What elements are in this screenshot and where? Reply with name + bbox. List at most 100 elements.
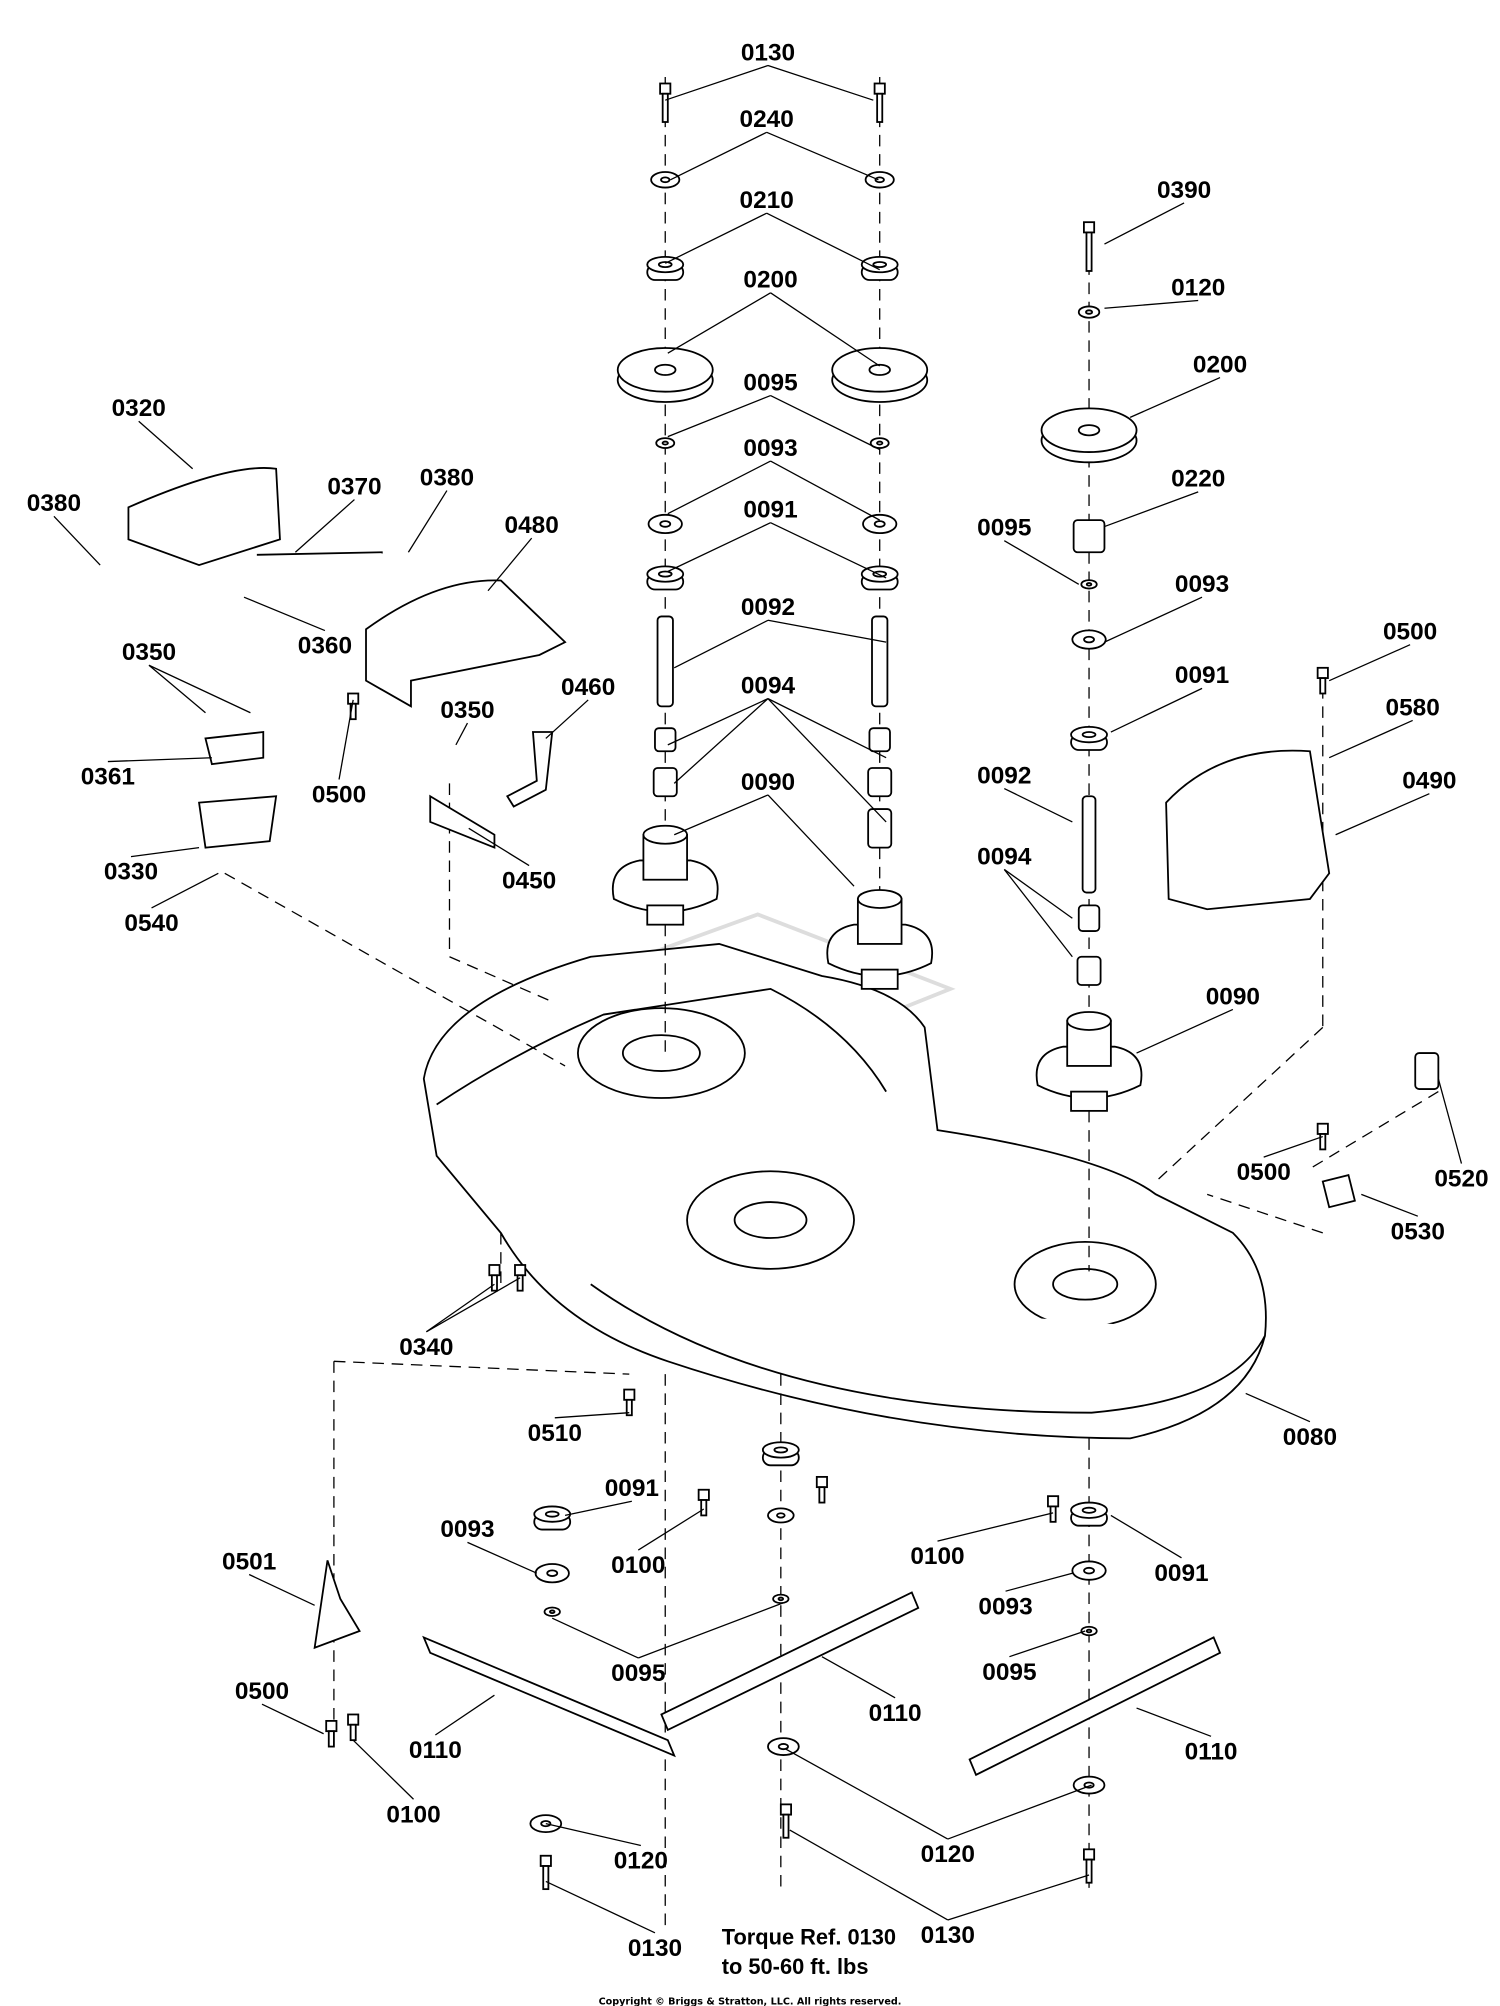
part-callout-0240[interactable]: 0240 <box>740 106 794 133</box>
spacer-icon <box>868 727 891 753</box>
part-callout-0093[interactable]: 0093 <box>743 435 797 462</box>
part-callout-0093[interactable]: 0093 <box>440 1516 494 1543</box>
part-callout-0092[interactable]: 0092 <box>741 594 795 621</box>
part-callout-0500[interactable]: 0500 <box>1383 619 1437 646</box>
part-callout-0370[interactable]: 0370 <box>327 473 381 500</box>
part-callout-0120[interactable]: 0120 <box>1171 274 1225 301</box>
part-callout-0490[interactable]: 0490 <box>1402 768 1456 795</box>
bolt-icon <box>347 692 360 721</box>
part-callout-0330[interactable]: 0330 <box>104 859 158 886</box>
leader-line <box>1136 1008 1234 1054</box>
part-callout-0210[interactable]: 0210 <box>740 187 794 214</box>
part-callout-0095[interactable]: 0095 <box>743 369 797 396</box>
discharge-deflector-0320 <box>127 467 281 567</box>
washer-icon <box>647 513 683 535</box>
blade-icon <box>660 1591 920 1732</box>
part-callout-0501[interactable]: 0501 <box>222 1548 276 1575</box>
part-callout-0380[interactable]: 0380 <box>27 490 81 517</box>
part-callout-0130[interactable]: 0130 <box>628 1935 682 1962</box>
leader-line <box>407 490 448 553</box>
part-callout-0361[interactable]: 0361 <box>81 764 135 791</box>
part-callout-0100[interactable]: 0100 <box>611 1552 665 1579</box>
part-callout-0093[interactable]: 0093 <box>978 1593 1032 1620</box>
part-callout-0093[interactable]: 0093 <box>1175 571 1229 598</box>
part-callout-0540[interactable]: 0540 <box>124 910 178 937</box>
part-callout-0200[interactable]: 0200 <box>743 267 797 294</box>
part-callout-0130[interactable]: 0130 <box>741 39 795 66</box>
part-callout-0095[interactable]: 0095 <box>982 1659 1036 1686</box>
leader-line <box>138 420 194 470</box>
leader-line <box>667 292 771 354</box>
bolt-icon <box>325 1719 338 1748</box>
leader-line <box>664 212 767 264</box>
leader-line <box>1003 540 1080 585</box>
part-callout-0320[interactable]: 0320 <box>112 395 166 422</box>
leader-line <box>667 394 771 438</box>
part-callout-0530[interactable]: 0530 <box>1391 1218 1445 1245</box>
part-callout-0500[interactable]: 0500 <box>312 782 366 809</box>
part-callout-0094[interactable]: 0094 <box>977 843 1032 870</box>
leader-line <box>789 1829 949 1921</box>
part-callout-0090[interactable]: 0090 <box>1206 983 1260 1010</box>
leader-line <box>767 698 887 823</box>
part-callout-0500[interactable]: 0500 <box>235 1678 289 1705</box>
part-callout-0460[interactable]: 0460 <box>561 674 615 701</box>
washer-icon <box>534 1563 570 1584</box>
part-callout-0110[interactable]: 0110 <box>409 1737 462 1764</box>
part-callout-0360[interactable]: 0360 <box>298 633 352 660</box>
part-callout-0091[interactable]: 0091 <box>605 1475 659 1502</box>
part-callout-0100[interactable]: 0100 <box>910 1543 964 1570</box>
bearing-icon <box>761 1441 800 1467</box>
part-callout-0110[interactable]: 0110 <box>869 1700 922 1727</box>
leader-line <box>1104 596 1203 643</box>
part-callout-0350[interactable]: 0350 <box>440 697 494 724</box>
part-callout-0520[interactable]: 0520 <box>1434 1166 1488 1193</box>
leader-line <box>1104 491 1199 528</box>
part-callout-0120[interactable]: 0120 <box>921 1841 975 1868</box>
part-callout-0090[interactable]: 0090 <box>741 769 795 796</box>
part-callout-0130[interactable]: 0130 <box>921 1922 975 1949</box>
assembly-axis <box>333 1360 630 1375</box>
part-callout-0580[interactable]: 0580 <box>1386 694 1440 721</box>
washer-icon <box>1071 629 1107 650</box>
part-callout-0120[interactable]: 0120 <box>614 1848 668 1875</box>
part-callout-0091[interactable]: 0091 <box>1175 662 1229 689</box>
part-callout-0350[interactable]: 0350 <box>122 639 176 666</box>
leader-line <box>545 699 589 739</box>
part-callout-0500[interactable]: 0500 <box>1237 1159 1291 1186</box>
part-callout-0510[interactable]: 0510 <box>528 1420 582 1447</box>
part-callout-0390[interactable]: 0390 <box>1157 177 1211 204</box>
bolt-icon <box>815 1475 828 1504</box>
bolt-icon <box>623 1388 636 1417</box>
part-callout-0100[interactable]: 0100 <box>386 1801 440 1828</box>
washer-icon <box>767 1737 800 1756</box>
mower-deck-0080 <box>422 943 1267 1440</box>
part-callout-0094[interactable]: 0094 <box>741 672 796 699</box>
bolt-icon <box>873 82 886 123</box>
leader-line <box>770 292 881 367</box>
leader-line <box>766 131 879 181</box>
bolt-icon <box>347 1713 360 1742</box>
part-callout-0080[interactable]: 0080 <box>1283 1424 1337 1451</box>
leader-line <box>667 460 771 515</box>
part-callout-0110[interactable]: 0110 <box>1185 1738 1238 1765</box>
bracket-0530 <box>1321 1173 1356 1209</box>
part-callout-0450[interactable]: 0450 <box>502 868 556 895</box>
part-callout-0095[interactable]: 0095 <box>977 515 1031 542</box>
part-callout-0340[interactable]: 0340 <box>399 1334 453 1361</box>
part-callout-0220[interactable]: 0220 <box>1171 466 1225 493</box>
leader-line <box>151 872 219 909</box>
leader-line <box>545 1880 656 1934</box>
part-callout-0095[interactable]: 0095 <box>611 1660 665 1687</box>
part-callout-0480[interactable]: 0480 <box>505 512 559 539</box>
part-callout-0200[interactable]: 0200 <box>1193 351 1247 378</box>
part-callout-0380[interactable]: 0380 <box>420 464 474 491</box>
bolt-icon <box>1083 1848 1096 1884</box>
torque-note-line1: Torque Ref. 0130 <box>722 1924 896 1949</box>
leader-line <box>1361 1193 1419 1217</box>
part-callout-0091[interactable]: 0091 <box>1154 1560 1208 1587</box>
leader-line <box>243 596 326 632</box>
part-callout-0091[interactable]: 0091 <box>743 497 797 524</box>
spacer-icon <box>654 727 677 753</box>
part-callout-0092[interactable]: 0092 <box>977 762 1031 789</box>
